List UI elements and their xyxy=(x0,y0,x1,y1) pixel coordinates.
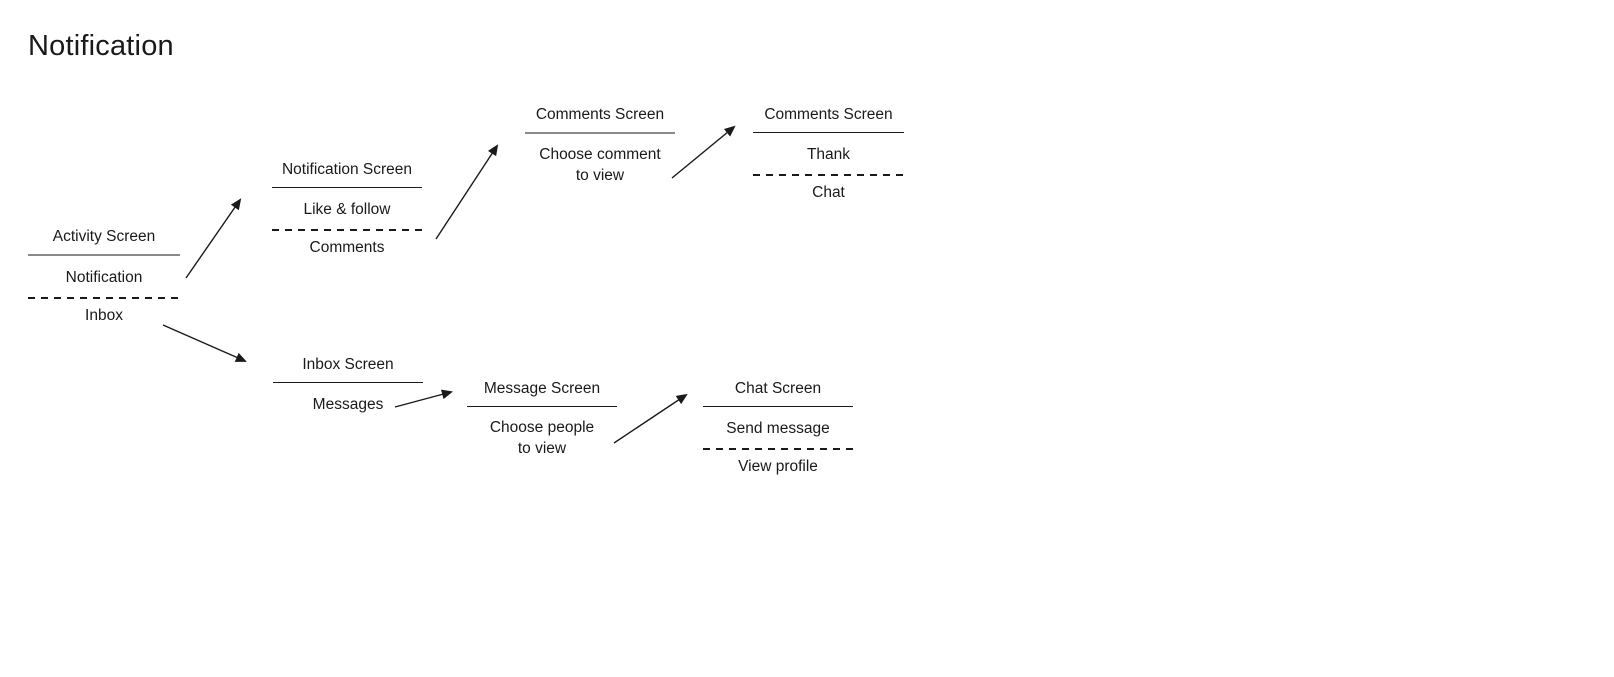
node-action: Chat xyxy=(812,184,845,201)
divider-solid xyxy=(28,254,180,256)
divider-solid xyxy=(753,132,904,133)
node-comments-screen-view: Comments Screen Choose comment to view xyxy=(525,105,675,186)
divider-solid xyxy=(273,382,423,383)
node-title: Comments Screen xyxy=(535,106,665,123)
node-title: Chat Screen xyxy=(734,380,822,397)
node-action-line2: to view xyxy=(517,440,567,457)
node-action: Inbox xyxy=(85,307,123,324)
arrow-message-view-to-chat-screen xyxy=(613,393,688,444)
node-action: Send message xyxy=(726,420,830,437)
node-action: Like & follow xyxy=(303,201,391,218)
divider-solid xyxy=(272,187,422,188)
node-action-line1: Choose people xyxy=(489,419,595,436)
divider-solid xyxy=(467,406,617,407)
node-notification-screen: Notification Screen Like & follow Commen… xyxy=(272,160,422,258)
node-title: Comments Screen xyxy=(764,106,893,123)
node-activity-screen: Activity Screen Notification Inbox xyxy=(28,227,180,326)
node-inbox-screen: Inbox Screen Messages xyxy=(273,355,423,415)
node-title: Inbox Screen xyxy=(302,356,394,373)
arrow-inbox-to-inbox-screen xyxy=(162,324,247,362)
node-action: Notification xyxy=(65,269,143,286)
node-title: Message Screen xyxy=(483,380,601,397)
node-message-screen: Message Screen Choose people to view xyxy=(467,379,617,459)
divider-dashed xyxy=(272,229,422,231)
divider-dashed xyxy=(753,174,904,176)
node-action-line1: Choose comment xyxy=(539,146,661,163)
arrow-notification-to-notification-screen xyxy=(185,198,242,279)
node-chat-screen: Chat Screen Send message View profile xyxy=(703,379,853,477)
arrow-comments-view-to-comments-screen-actions xyxy=(671,125,736,179)
divider-solid xyxy=(525,132,675,134)
page-title: Notification xyxy=(28,30,174,62)
node-action: Messages xyxy=(312,396,384,413)
node-action: View profile xyxy=(738,458,818,475)
node-title: Notification Screen xyxy=(281,161,413,178)
node-action-line2: to view xyxy=(575,167,625,184)
node-action: Thank xyxy=(806,146,851,163)
node-action: Comments xyxy=(309,239,385,256)
node-comments-screen-actions: Comments Screen Thank Chat xyxy=(753,105,904,203)
divider-dashed xyxy=(703,448,853,450)
node-action: Choose people to view xyxy=(467,417,617,459)
node-action: Choose comment to view xyxy=(525,144,675,186)
divider-dashed xyxy=(28,297,180,299)
divider-solid xyxy=(703,406,853,407)
node-title: Activity Screen xyxy=(52,228,156,245)
arrow-comments-to-comments-screen-view xyxy=(435,144,499,240)
